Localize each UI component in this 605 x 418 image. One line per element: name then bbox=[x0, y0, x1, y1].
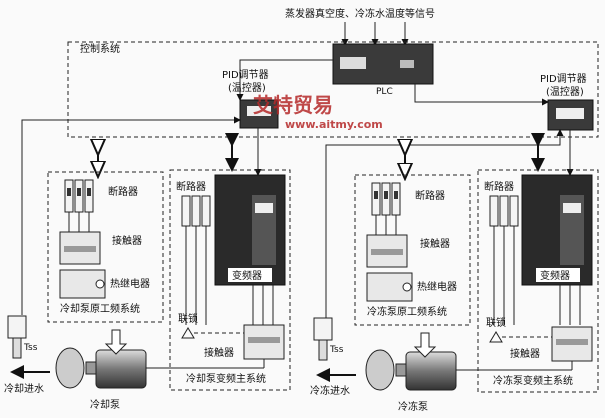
right-vfd-contactor bbox=[551, 326, 593, 362]
left-vfd-breaker-label: 断路器 bbox=[176, 180, 206, 193]
left-pump-arrow bbox=[104, 329, 128, 355]
left-pump-label: 冷却泵 bbox=[90, 398, 120, 411]
left-vfd-contactor bbox=[243, 324, 285, 360]
pid-left-line2: (温控器) bbox=[228, 81, 266, 94]
plc-to-pid-left bbox=[236, 59, 333, 101]
control-system-label: 控制系统 bbox=[80, 42, 120, 55]
left-vfd-label: 变频器 bbox=[232, 269, 262, 282]
right-sensor-feedback bbox=[325, 129, 564, 318]
right-contactor-label: 接触器 bbox=[420, 237, 450, 250]
right-temperature-sensor bbox=[313, 317, 333, 361]
left-vfd-contactor-label: 接触器 bbox=[204, 346, 234, 359]
right-breaker bbox=[371, 182, 401, 216]
right-inlet-label: 冷冻进水 bbox=[310, 384, 350, 397]
left-vfd-display: 50.00 bbox=[256, 206, 268, 211]
plc-display bbox=[340, 57, 366, 69]
signals-label: 蒸发器真空度、冷冻水温度等信号 bbox=[285, 7, 435, 20]
watermark-brand: 艾特贸易 bbox=[253, 93, 333, 117]
right-vfd-unit bbox=[521, 174, 593, 286]
right-contactor bbox=[366, 234, 408, 268]
left-breaker-label: 断路器 bbox=[108, 185, 138, 198]
right-sensor-label: Tss bbox=[329, 345, 344, 355]
right-vfd-label: 变频器 bbox=[540, 269, 570, 282]
right-vfd-breaker-label: 断路器 bbox=[484, 180, 514, 193]
left-vfd-system-box bbox=[169, 169, 291, 391]
plc-to-pid-right bbox=[414, 84, 549, 106]
right-pump-label: 冷冻泵 bbox=[398, 400, 428, 413]
left-sensor-feedback bbox=[21, 116, 241, 315]
right-vfd-breaker bbox=[489, 195, 519, 227]
left-interlock-label: 联锁 bbox=[178, 312, 198, 325]
left-interlock-triangle bbox=[181, 327, 195, 339]
pid-left-display bbox=[247, 106, 271, 116]
left-contactor-label: 接触器 bbox=[112, 234, 142, 247]
right-pump-motor bbox=[365, 349, 457, 391]
left-vfd-system-label: 冷却泵变频主系统 bbox=[186, 372, 266, 385]
right-thermal-relay bbox=[366, 272, 413, 302]
left-thermal-relay bbox=[59, 269, 106, 299]
right-power-system-box bbox=[354, 174, 471, 326]
left-vfd-label-bg bbox=[228, 268, 272, 282]
watermark-url: www.aitmy.com bbox=[285, 118, 383, 131]
left-temperature-sensor bbox=[7, 315, 27, 359]
left-pump-motor bbox=[55, 347, 147, 389]
right-vfd-contactor-label: 接触器 bbox=[510, 347, 540, 360]
right-breaker-label: 断路器 bbox=[415, 189, 445, 202]
right-vfd-system-label: 冷冻泵变频主系统 bbox=[493, 374, 573, 387]
right-vfd-system-box bbox=[477, 169, 599, 393]
right-vfd-label-bg bbox=[536, 268, 580, 282]
right-interlock-label: 联锁 bbox=[486, 316, 506, 329]
left-inlet-label: 冷却进水 bbox=[4, 382, 44, 395]
control-system-box bbox=[67, 41, 599, 138]
right-thermal-relay-label: 热继电器 bbox=[417, 280, 457, 293]
left-contactor bbox=[59, 231, 101, 265]
left-power-system-label: 冷却泵原工频系统 bbox=[60, 302, 140, 315]
right-vfd-display: 50.00 bbox=[564, 206, 576, 211]
left-power-system-box bbox=[47, 171, 164, 323]
pid-left-line1: PID调节器 bbox=[222, 69, 269, 81]
left-thermal-relay-label: 热继电器 bbox=[110, 277, 150, 290]
right-power-system-label: 冷冻泵原工频系统 bbox=[367, 305, 447, 318]
left-vfd-breaker bbox=[181, 195, 211, 227]
left-sensor-label: Tss bbox=[23, 343, 38, 353]
left-vfd-unit bbox=[214, 174, 286, 286]
pid-right-display bbox=[556, 108, 584, 119]
plc-port bbox=[400, 60, 414, 68]
left-breaker bbox=[64, 179, 94, 213]
pid-right-line1: PID调节器 bbox=[540, 73, 587, 85]
pid-right-line2: (温控器) bbox=[546, 85, 584, 98]
plc-label: PLC bbox=[376, 87, 393, 97]
right-interlock-triangle bbox=[489, 331, 503, 343]
right-pump-arrow bbox=[413, 332, 437, 358]
